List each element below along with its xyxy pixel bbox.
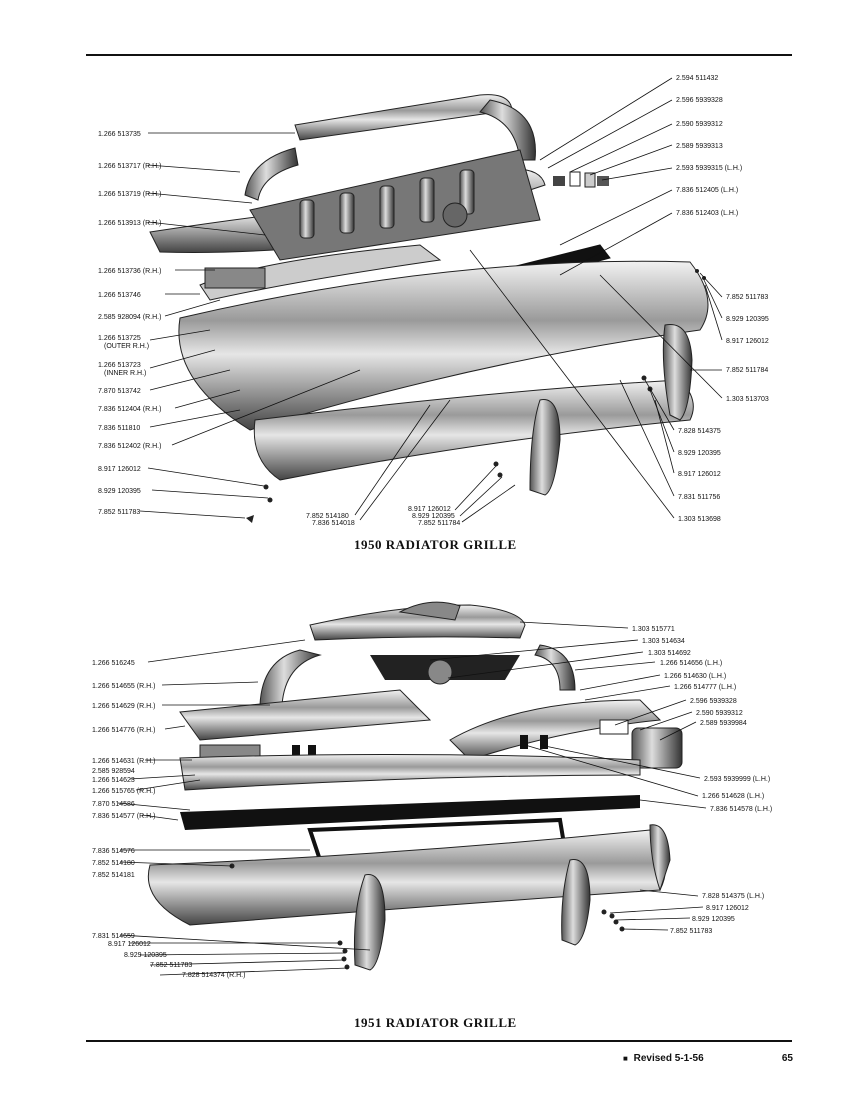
- fig2-label: 7.870 514586: [92, 801, 135, 808]
- fig2-label: 8.929 120395: [692, 916, 735, 923]
- fig1-label: 2.593 5939315 (L.H.): [676, 165, 742, 172]
- fig1-label: 7.852 511784: [726, 367, 768, 374]
- fig2-label: 1.266 514628 (L.H.): [702, 793, 764, 800]
- fig2-label: 1.266 514629 (R.H.): [92, 703, 155, 710]
- fig1-label: 1.266 513723: [98, 362, 141, 369]
- fig1-label: 1.266 513736 (R.H.): [98, 268, 161, 275]
- fig1-label: 1.266 513719 (R.H.): [98, 191, 161, 198]
- revision-bullet: ■: [623, 1054, 628, 1063]
- fig1-label: 8.917 126012: [726, 338, 769, 345]
- bottom-rule: [86, 1040, 792, 1042]
- fig1-label: 7.852 511784: [418, 520, 460, 527]
- fig2-label: 1.266 514623: [92, 777, 135, 784]
- fig2-label: 7.831 514659: [92, 933, 135, 940]
- fig2-label: 1.303 515771: [632, 626, 675, 633]
- fig1-label: 8.917 126012: [98, 466, 141, 473]
- fig1-label: 1.266 513717 (R.H.): [98, 163, 161, 170]
- fig1-label: 8.929 120395: [678, 450, 721, 457]
- fig2-label: 7.852 514180: [92, 860, 135, 867]
- fig2-label: 7.836 514578 (L.H.): [710, 806, 772, 813]
- fig2-label: 1.266 515765 (R.H.): [92, 788, 155, 795]
- fig1-label: 8.929 120395: [98, 488, 141, 495]
- fig2-label: 8.929 120395: [124, 952, 167, 959]
- fig1-label: 1.266 513913 (R.H.): [98, 220, 161, 227]
- fig2-label: 7.852 511783: [670, 928, 712, 935]
- fig2-label: 1.303 514634: [642, 638, 685, 645]
- top-rule: [86, 54, 792, 56]
- fig2-label: 1.266 514630 (L.H.): [664, 673, 726, 680]
- fig1-label: 7.828 514375: [678, 428, 721, 435]
- fig1-label: 7.852 514180: [306, 513, 349, 520]
- fig2-label: 7.828 514375 (L.H.): [702, 893, 764, 900]
- fig1-label: 7.836 512402 (R.H.): [98, 443, 161, 450]
- fig1-label: 7.852 511783: [98, 509, 140, 516]
- fig1-label: 7.852 511783: [726, 294, 768, 301]
- fig1-label: 2.596 5939328: [676, 97, 723, 104]
- fig2-label: 1.303 514692: [648, 650, 691, 657]
- fig2-label: 7.828 514374 (R.H.): [182, 972, 245, 979]
- fig1-label: 1.303 513703: [726, 396, 769, 403]
- fig2-label: 2.589 5939984: [700, 720, 747, 727]
- fig1-label: 8.929 120395: [726, 316, 769, 323]
- fig1-label: 7.836 512405 (L.H.): [676, 187, 738, 194]
- fig1-label: 7.831 511756: [678, 494, 720, 501]
- fig1-label: 7.836 512404 (R.H.): [98, 406, 161, 413]
- fig2-callouts: 1.303 515771 1.303 514634 1.303 514692 1…: [92, 626, 772, 979]
- fig1-label: (OUTER R.H.): [104, 343, 149, 350]
- fig2-label: 1.266 514656 (L.H.): [660, 660, 722, 667]
- fig1-label: 2.589 5939313: [676, 143, 723, 150]
- revision-date: Revised 5-1-56: [633, 1053, 704, 1064]
- fig1-label: (INNER R.H.): [104, 370, 146, 377]
- fig1-callouts: 2.594 511432 2.596 5939328 2.590 5939312…: [98, 75, 769, 527]
- footer: ■ Revised 5-1-56 65: [623, 1053, 793, 1064]
- fig2-label: 1.266 514631 (R.H.): [92, 758, 155, 765]
- fig2-label: 2.585 928594: [92, 768, 135, 775]
- fig2-label: 2.593 5939999 (L.H.): [704, 776, 770, 783]
- figure-1951-caption: 1951 RADIATOR GRILLE: [354, 1015, 517, 1030]
- fig1-label: 8.917 126012: [678, 471, 721, 478]
- figure-1950-caption: 1950 RADIATOR GRILLE: [354, 537, 517, 552]
- fig2-label: 1.266 514777 (L.H.): [674, 684, 736, 691]
- fig2-label: 8.917 126012: [108, 941, 151, 948]
- fig2-label: 2.596 5939328: [690, 698, 737, 705]
- fig2-label: 1.266 516245: [92, 660, 135, 667]
- fig2-label: 2.590 5939312: [696, 710, 743, 717]
- fig2-label: 8.917 126012: [706, 905, 749, 912]
- fig2-label: 7.852 511783: [150, 962, 192, 969]
- fig2-label: 1.266 514776 (R.H.): [92, 727, 155, 734]
- fig1-label: 7.836 512403 (L.H.): [676, 210, 738, 217]
- page-number: 65: [781, 1053, 793, 1064]
- fig1-label: 8.917 126012: [408, 506, 451, 513]
- grille-1951-illustration: [117, 601, 707, 976]
- fig1-label: 8.929 120395: [412, 513, 455, 520]
- fig1-label: 1.266 513746: [98, 292, 141, 299]
- grille-1950-illustration: [139, 77, 723, 523]
- fig2-label: 7.852 514181: [92, 872, 135, 879]
- fig1-label: 1.266 513735: [98, 131, 141, 138]
- fig1-label: 1.266 513725: [98, 335, 141, 342]
- fig1-label: 2.590 5939312: [676, 121, 723, 128]
- fig1-label: 2.585 928094 (R.H.): [98, 314, 161, 321]
- fig1-label: 7.870 513742: [98, 388, 141, 395]
- fig1-label: 1.303 513698: [678, 516, 721, 523]
- fig1-label: 7.836 514018: [312, 520, 355, 527]
- fig1-label: 2.594 511432: [676, 75, 718, 82]
- fig2-label: 7.836 514576: [92, 848, 135, 855]
- fig1-label: 7.836 511810: [98, 425, 140, 432]
- fig2-label: 1.266 514655 (R.H.): [92, 683, 155, 690]
- fig2-label: 7.836 514577 (R.H.): [92, 813, 155, 820]
